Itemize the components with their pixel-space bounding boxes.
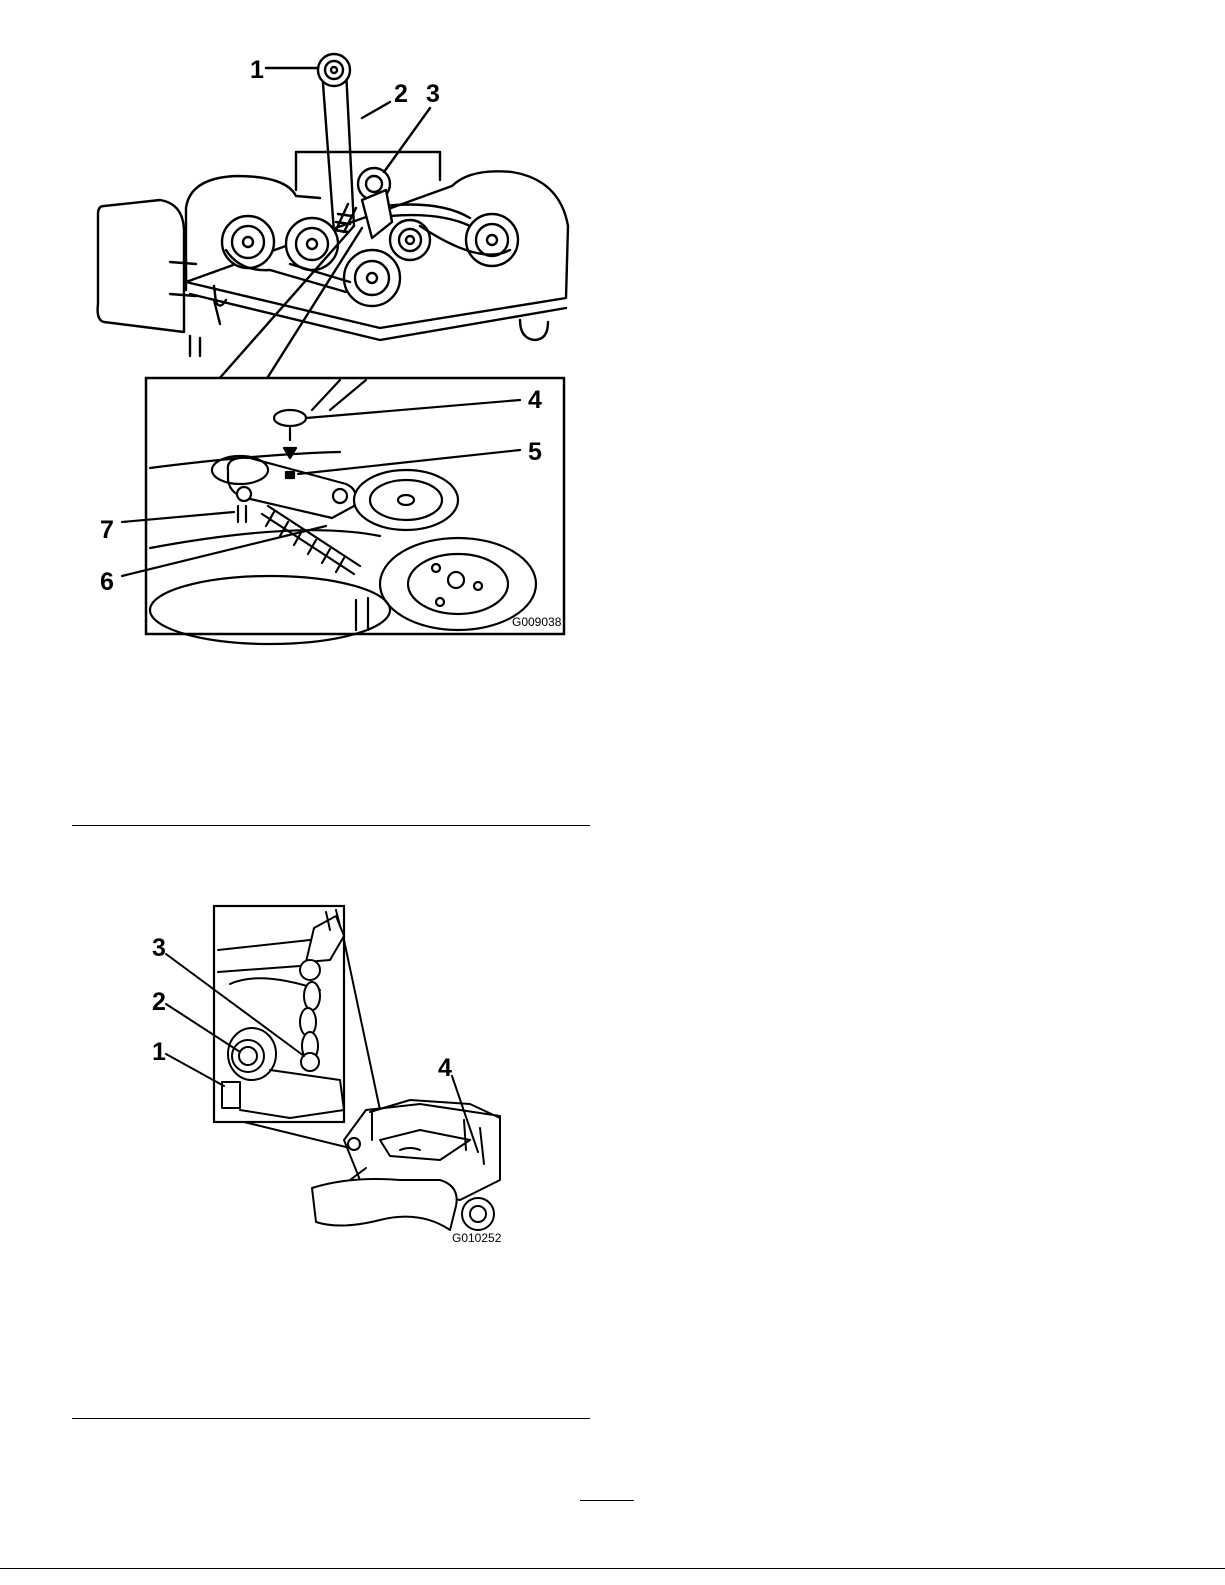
figure-code: G009038 (512, 615, 562, 629)
callout-7: 7 (100, 516, 114, 544)
section-divider (72, 1418, 590, 1419)
figure-belt-routing: 1 2 3 4 5 6 7 G009038 (0, 0, 620, 660)
footer-rule (0, 1568, 1225, 1569)
callout-4: 4 (438, 1054, 452, 1082)
callout-3: 3 (426, 80, 440, 108)
page-number-rule (580, 1500, 634, 1501)
figure-code: G010252 (452, 1231, 502, 1245)
callout-2: 2 (152, 988, 166, 1016)
figure-deck-lift-chain: 1 2 3 4 G010252 (0, 880, 620, 1260)
callout-2: 2 (394, 80, 408, 108)
section-divider (72, 825, 590, 826)
callout-5: 5 (528, 438, 542, 466)
callout-1: 1 (152, 1038, 166, 1066)
callout-1: 1 (250, 56, 264, 84)
callout-3: 3 (152, 934, 166, 962)
callout-4: 4 (528, 386, 542, 414)
callout-6: 6 (100, 568, 114, 596)
